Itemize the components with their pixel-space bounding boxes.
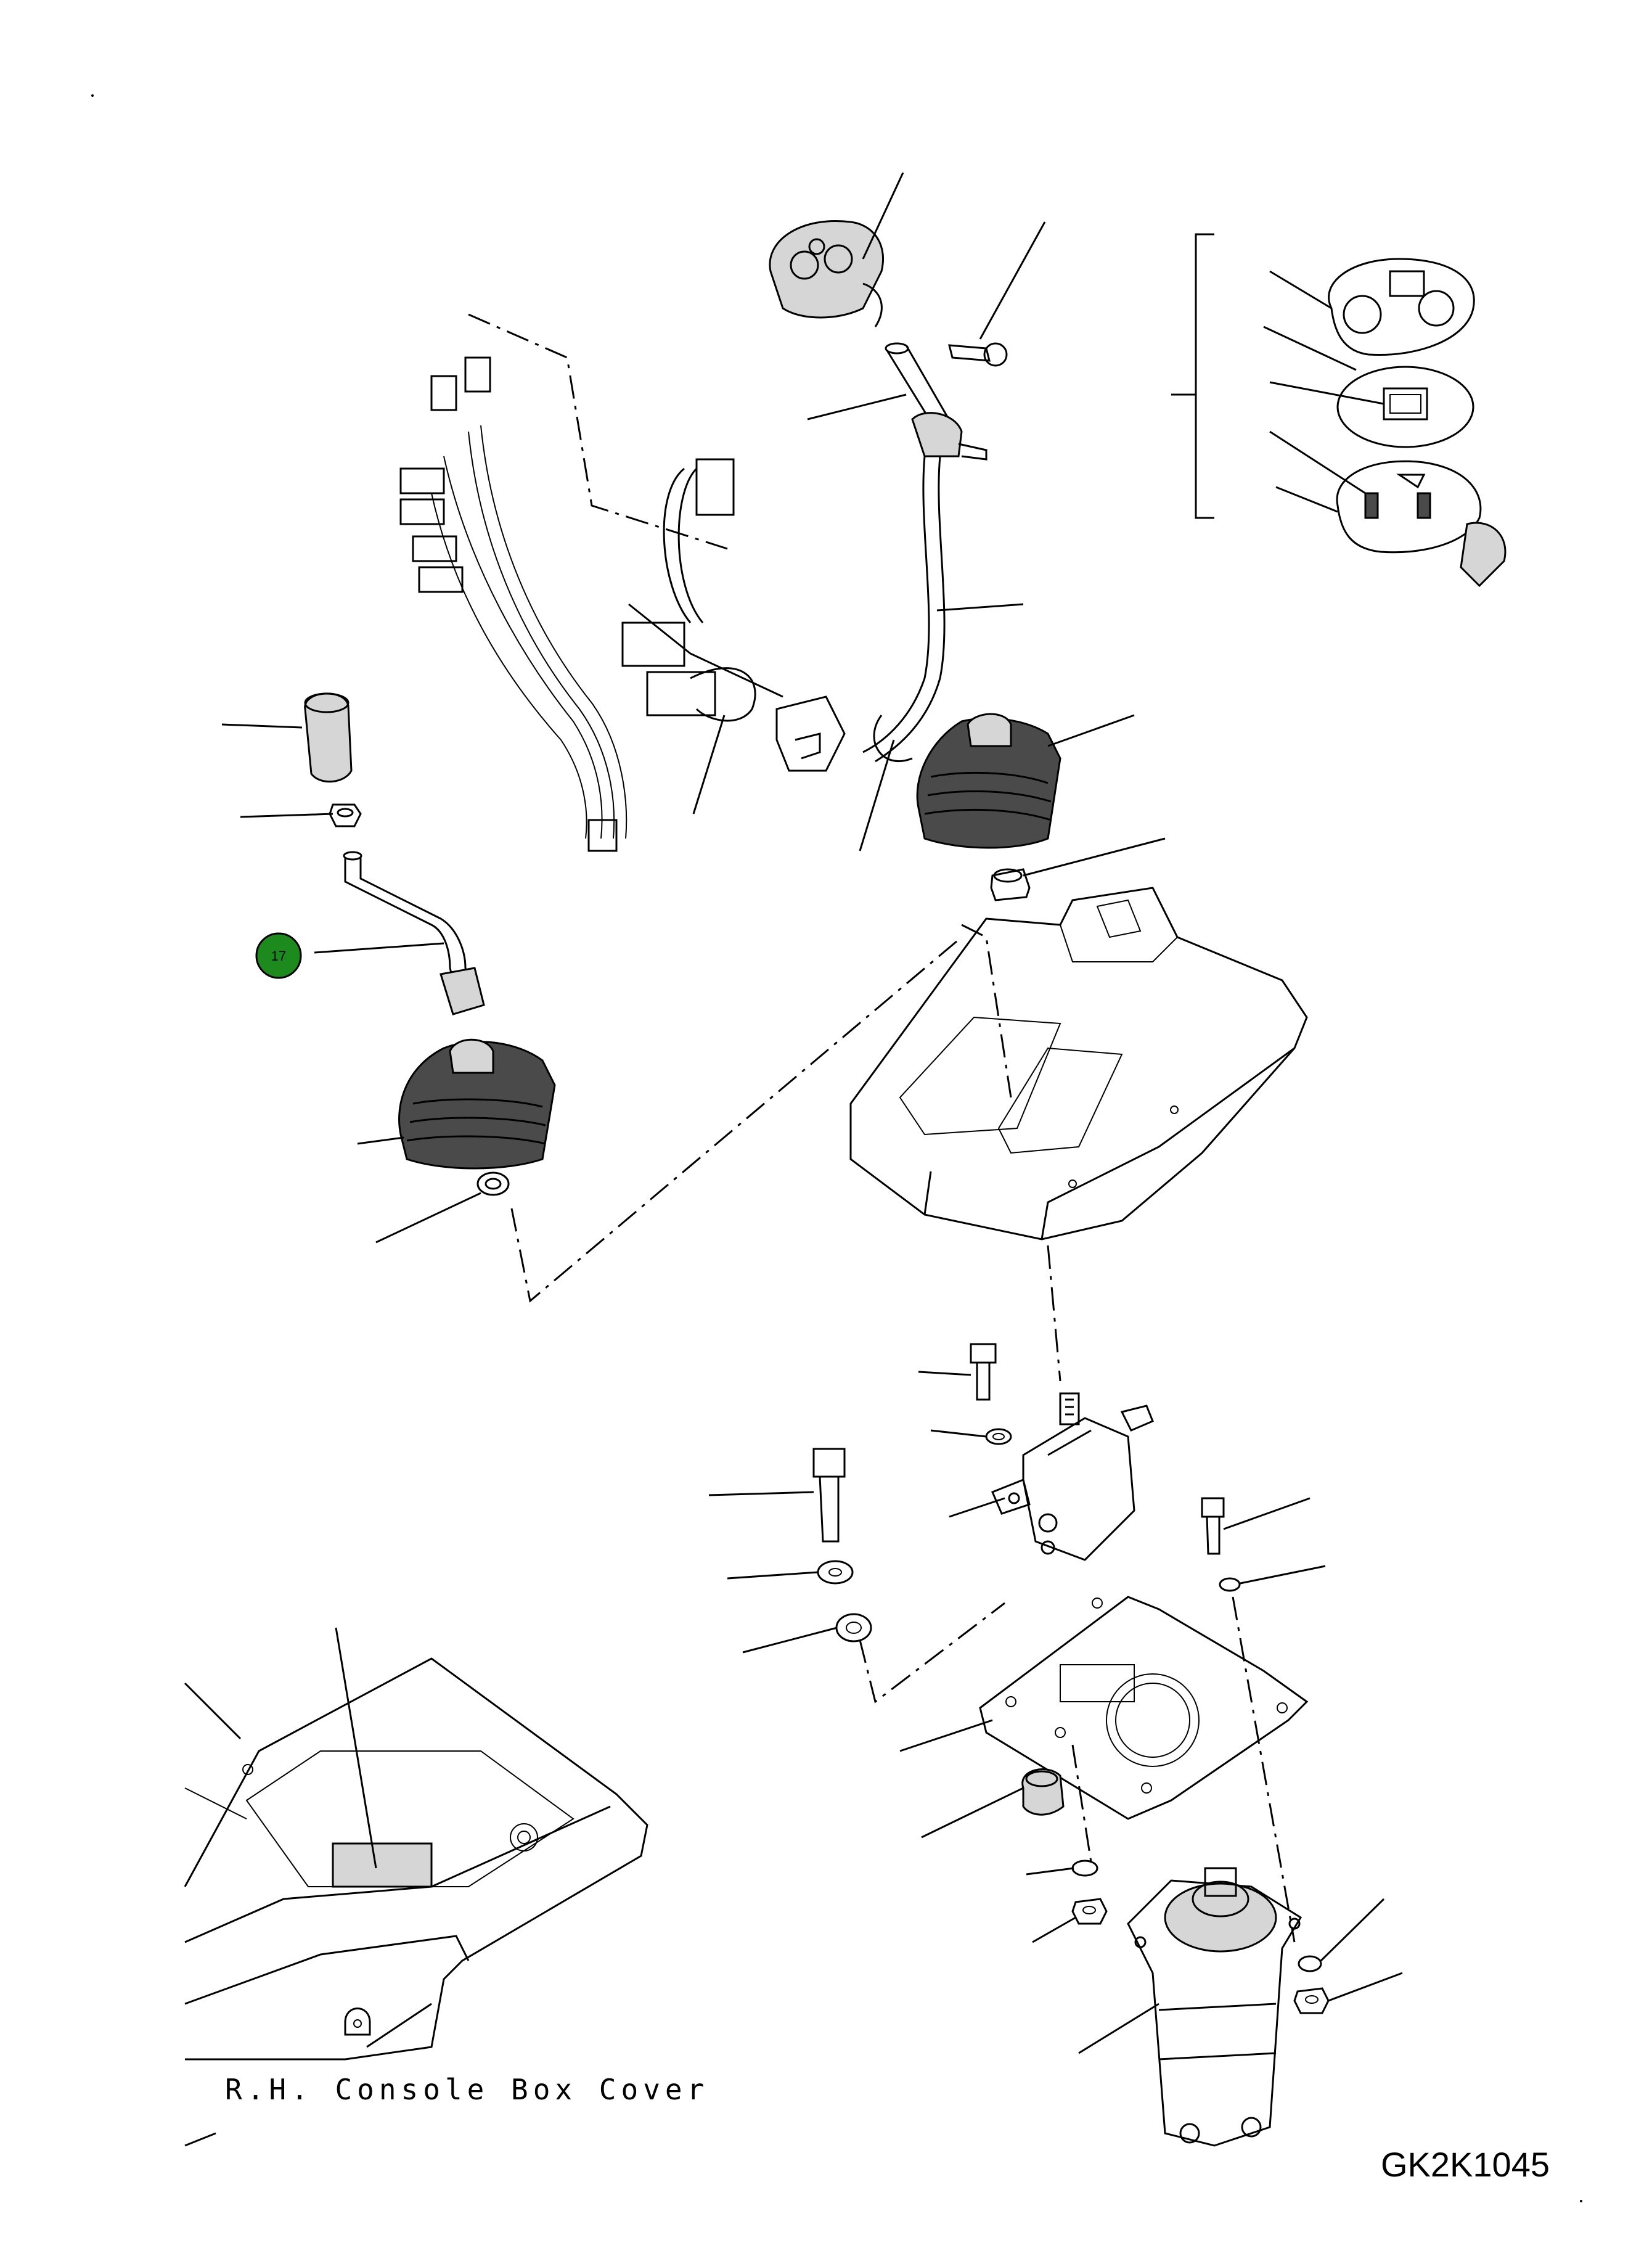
drawing-code: GK2K1045 xyxy=(1381,2145,1550,2184)
valve-mount-bolt-top xyxy=(970,1343,997,1401)
lever-knob xyxy=(304,692,353,783)
center-line-plate-lower xyxy=(1071,1744,1092,1863)
lower-washer xyxy=(1071,1860,1098,1877)
harness-relay-block xyxy=(621,621,756,722)
long-bolt xyxy=(812,1448,846,1543)
spacer-bushing-upper xyxy=(990,868,1031,901)
harness-large-connector xyxy=(775,695,846,772)
harness-connector-2 xyxy=(399,467,464,593)
center-line-boot-to-console xyxy=(510,936,962,1303)
center-line-console-to-valve xyxy=(1047,1245,1061,1382)
wiring-harness xyxy=(399,356,846,852)
grommet xyxy=(1021,1768,1065,1816)
rh-console-box-cover-detail xyxy=(184,1657,648,2061)
grip-base xyxy=(1336,460,1507,588)
leader-lines xyxy=(184,172,1403,2147)
center-line-console xyxy=(961,924,1012,1098)
pilot-valve xyxy=(991,1392,1154,1561)
hydraulic-pilot-valve-body xyxy=(1127,1867,1302,2147)
grip-top-cover xyxy=(1328,258,1475,356)
joystick-grip xyxy=(769,220,885,327)
grip-subparts-bracket xyxy=(1171,233,1214,519)
valve-washer-top xyxy=(985,1428,1012,1445)
right-lower-nut xyxy=(1293,1987,1330,2014)
lever-rod xyxy=(343,851,485,1015)
callout-17[interactable]: 17 xyxy=(255,932,302,979)
lower-nut xyxy=(1071,1898,1108,1925)
flat-washer xyxy=(817,1560,854,1585)
grip-screw xyxy=(948,342,1008,367)
callout-17-number[interactable]: 17 xyxy=(271,948,286,964)
caption-rh-console-box-cover: R.H. Console Box Cover xyxy=(225,2073,709,2106)
harness-connector-1 xyxy=(430,356,491,411)
washer-lower xyxy=(476,1171,510,1196)
right-washer xyxy=(1219,1577,1241,1592)
rubber-boot-upper xyxy=(916,713,1061,849)
lever-nut xyxy=(329,803,362,827)
right-bolt xyxy=(1201,1497,1225,1555)
center-line-harness xyxy=(468,313,728,550)
harness-plug xyxy=(663,458,735,623)
right-lower-washer xyxy=(1298,1955,1322,1972)
grip-switch-plate xyxy=(1336,366,1474,448)
console-box-cover xyxy=(849,887,1308,1241)
thick-washer xyxy=(835,1613,872,1643)
callout-17-badge[interactable] xyxy=(255,932,302,979)
center-line-washers xyxy=(859,1602,1005,1704)
rubber-boot-lower xyxy=(398,1038,556,1170)
center-line-plate-right xyxy=(1232,1596,1296,1943)
joystick-lever-cable xyxy=(862,342,988,763)
